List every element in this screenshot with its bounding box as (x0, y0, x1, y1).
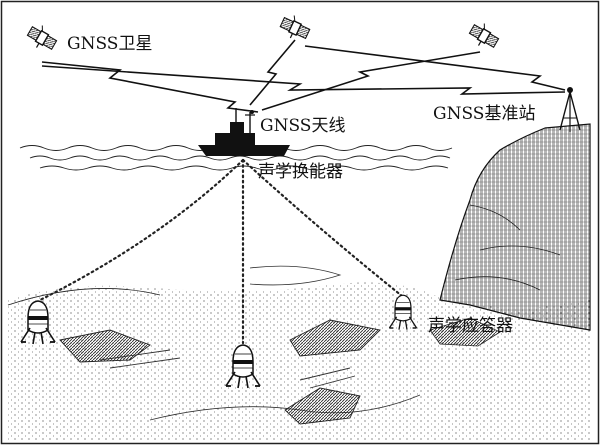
label-gnss-satellite: GNSS卫星 (67, 34, 152, 54)
label-acoustic-transducer: 声学换能器 (258, 162, 343, 182)
ship-icon (198, 108, 290, 156)
label-gnss-antenna: GNSS天线 (260, 116, 345, 136)
cliff-icon (439, 123, 591, 331)
antenna-tower-icon (559, 87, 581, 132)
seafloor (7, 265, 590, 440)
label-gnss-base-station: GNSS基准站 (433, 104, 535, 124)
label-acoustic-transponder: 声学应答器 (428, 316, 513, 336)
signal-paths (41, 39, 566, 113)
acoustic-ranging-paths (38, 158, 404, 345)
